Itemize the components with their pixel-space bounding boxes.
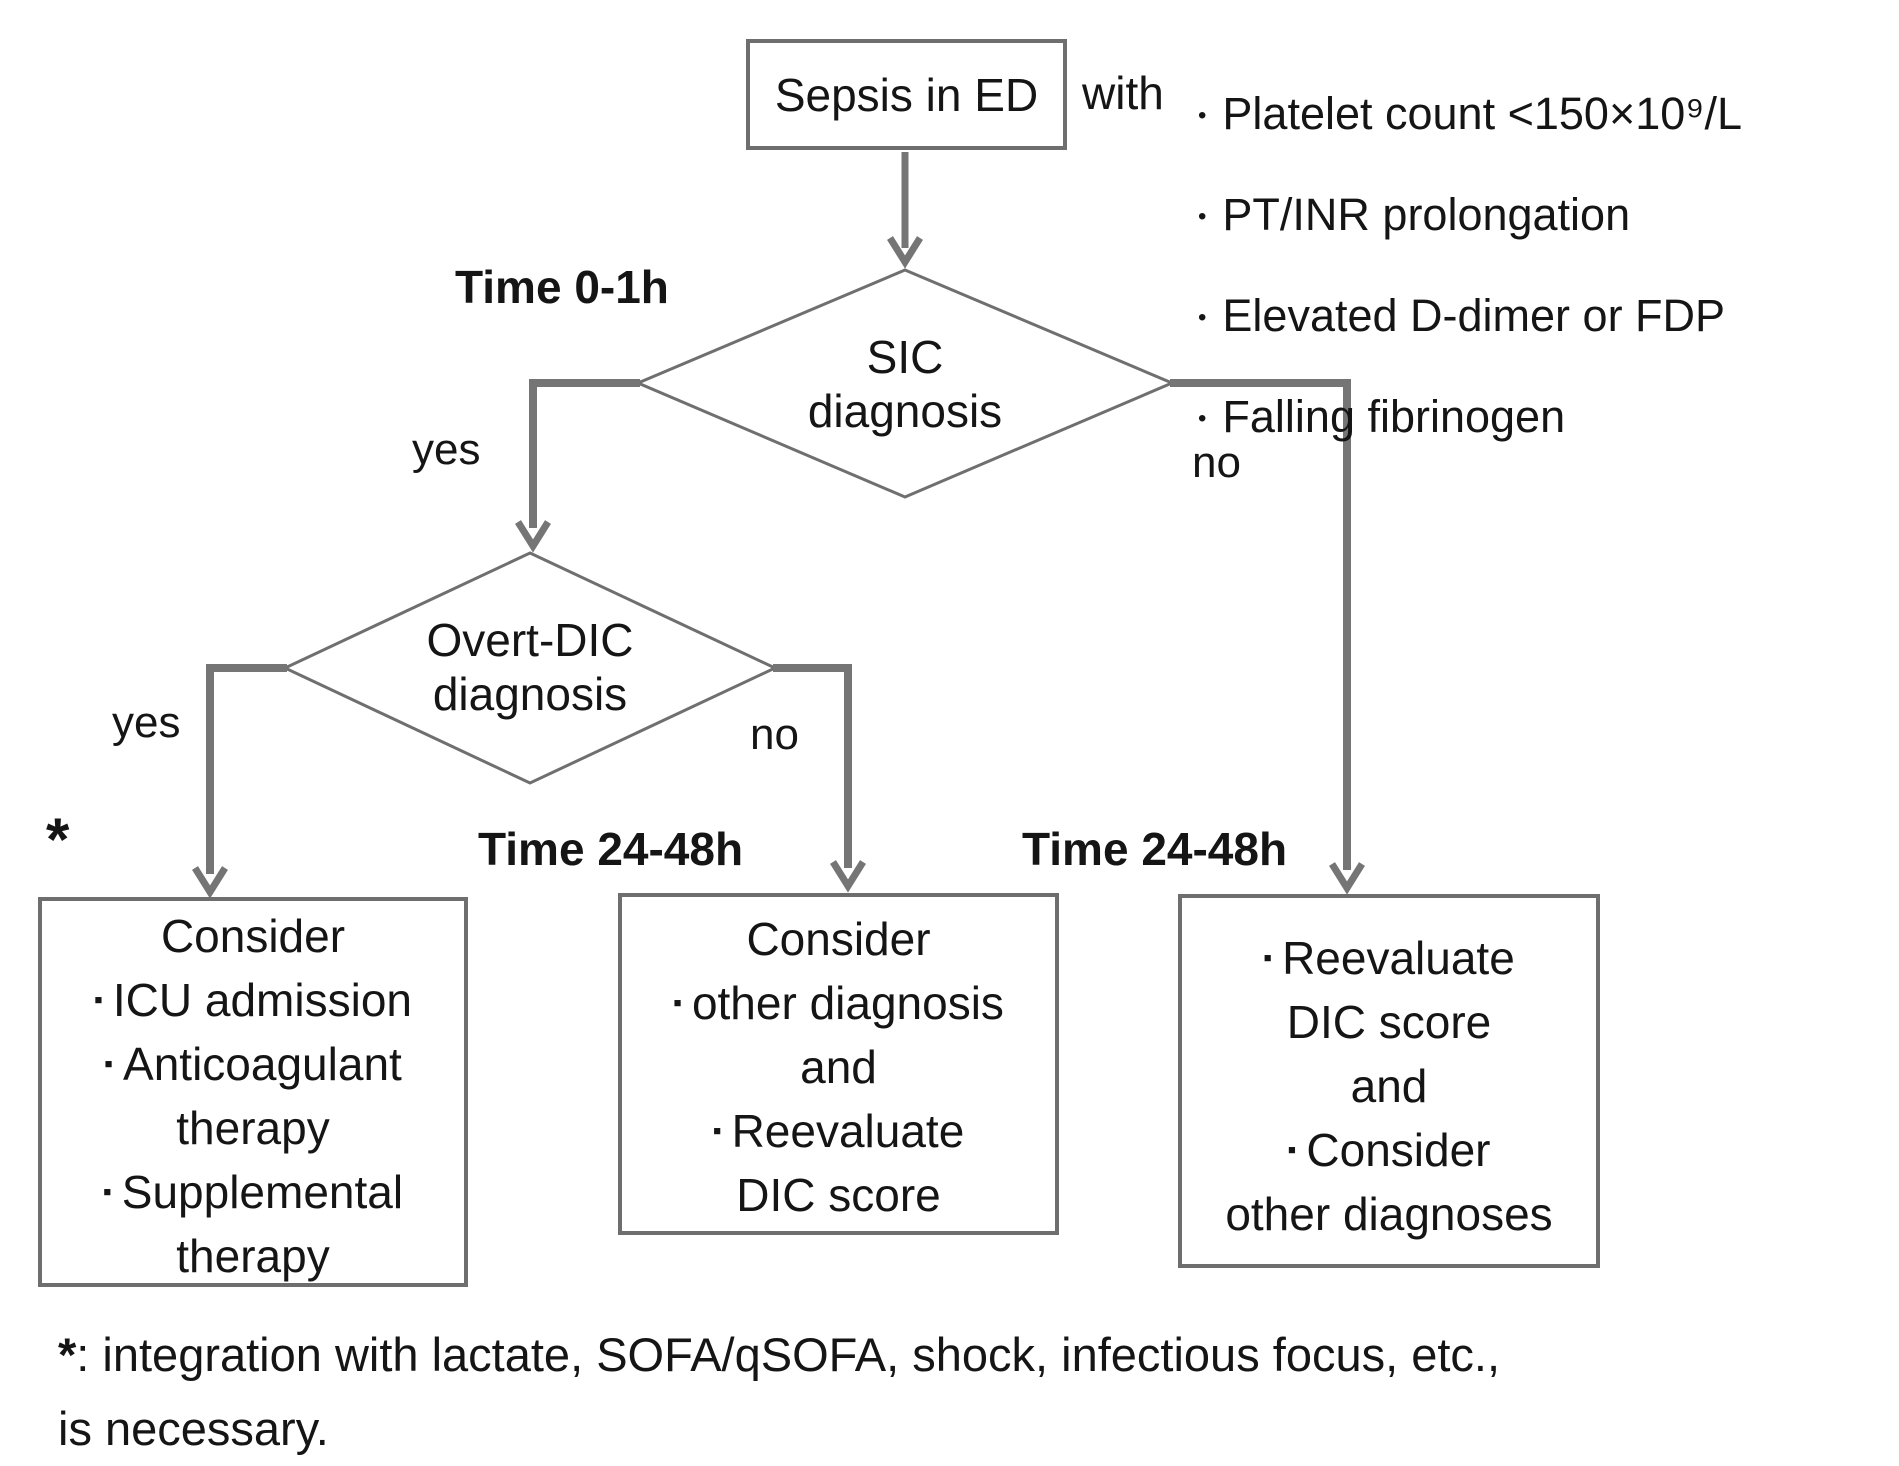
arrow-overt-yes [206,664,287,874]
outcome-text: therapy [176,1102,330,1154]
criteria-text: PT/INR prolongation [1222,188,1631,240]
sic-decision-diamond [634,268,1176,499]
time-label-24-48h-right: Time 24-48h [1022,823,1288,875]
criteria-text: Platelet count <150×10⁹/L [1222,87,1743,139]
overt-yes-label: yes [112,698,181,747]
overt-line1: Overt-DIC [426,614,634,666]
outcome-text: and [800,1041,877,1093]
arrow-overt-no [773,664,852,868]
criteria-item: • PT/INR prolongation [1198,164,1742,265]
with-label: with [1082,67,1164,119]
footnote-star: * [58,1328,77,1381]
sic-line2: diagnosis [807,385,1003,437]
bullet-icon: • [1198,202,1207,230]
sic-yes-label: yes [412,425,481,474]
outcome-line: therapy [42,1224,464,1288]
bullet-icon: • [1198,303,1207,331]
criteria-item: • Falling fibrinogen [1198,366,1742,467]
bullet-square-icon: ▪ [673,989,682,1017]
footnote: *: integration with lactate, SOFA/qSOFA,… [58,1318,1698,1466]
criteria-item: • Elevated D-dimer or FDP [1198,265,1742,366]
outcome-line: ▪ Reevaluate [622,1099,1055,1163]
outcome-text: Reevaluate [731,1105,965,1157]
outcome-line: other diagnoses [1182,1182,1596,1246]
overt-dic-decision-diamond [281,551,779,785]
footnote-line1: *: integration with lactate, SOFA/qSOFA,… [58,1318,1698,1392]
outcome-text: Consider [160,910,346,962]
outcome-box-middle: Consider ▪ other diagnosis and ▪ Reevaluat… [618,893,1059,1235]
outcome-text: Reevaluate [1282,932,1515,984]
outcome-text: Supplemental [121,1166,404,1218]
overt-dic-decision-label: Overt-DIC diagnosis [285,555,775,779]
outcome-text: Consider [1306,1124,1491,1176]
arrowhead-sic-yes [515,520,551,553]
bullet-square-icon: ▪ [712,1117,722,1145]
criteria-list: • Platelet count <150×10⁹/L • PT/INR pro… [1198,63,1742,467]
arrow-sic-no [1170,379,1351,870]
outcome-text: other diagnosis [691,977,1004,1029]
outcome-text: ICU admission [112,974,412,1026]
outcome-text: other diagnoses [1225,1188,1553,1240]
outcome-line: ▪ other diagnosis [622,971,1055,1035]
start-box-sepsis: Sepsis in ED [746,39,1067,150]
bullet-icon: • [1198,101,1207,129]
criteria-text: Falling fibrinogen [1222,390,1566,442]
arrow-sic-yes [529,379,640,528]
outcome-line: DIC score [1182,990,1596,1054]
outcome-text: DIC score [1286,996,1492,1048]
sic-no-label: no [1192,438,1241,487]
sic-decision-label: SIC diagnosis [638,272,1172,496]
overt-line2: diagnosis [432,668,628,720]
outcome-text: Consider [746,913,931,965]
bullet-square-icon: ▪ [1263,944,1273,972]
overt-no-label: no [750,710,799,759]
outcome-line: ▪ Reevaluate [1182,926,1596,990]
time-label-24-48h-middle: Time 24-48h [478,823,744,875]
outcome-line: Consider [622,907,1055,971]
outcome-line: and [1182,1054,1596,1118]
outcome-box-left: Consider ▪ ICU admission ▪ Anticoagulant t… [38,897,468,1287]
outcome-line: ▪ Supplemental [42,1160,464,1224]
bullet-square-icon: ▪ [1287,1136,1297,1164]
outcome-box-right: ▪ Reevaluate DIC score and ▪ Consider othe… [1178,894,1600,1268]
outcome-line: therapy [42,1096,464,1160]
outcome-line: ▪ Consider [1182,1118,1596,1182]
arrowhead-sepsis-to-sic [887,236,923,269]
arrowhead-overt-yes [192,866,228,899]
outcome-line: DIC score [622,1163,1055,1227]
outcome-text: therapy [176,1230,330,1282]
footnote-text: : integration with lactate, SOFA/qSOFA, … [76,1328,1501,1381]
outcome-text: DIC score [736,1169,941,1221]
time-label-0-1h: Time 0-1h [455,261,669,313]
star-marker: * [46,806,70,873]
arrowhead-sic-no [1329,862,1365,895]
footnote-line2: is necessary. [58,1402,329,1455]
outcome-line: ▪ ICU admission [42,968,464,1032]
arrowhead-overt-no [830,860,866,893]
outcome-line: ▪ Anticoagulant [42,1032,464,1096]
bullet-square-icon: ▪ [102,1178,112,1206]
outcome-text: and [1350,1060,1428,1112]
bullet-square-icon: ▪ [94,986,103,1014]
outcome-text: Anticoagulant [123,1038,402,1090]
outcome-line: Consider [42,904,464,968]
bullet-icon: • [1198,404,1207,432]
sic-line1: SIC [866,331,944,383]
criteria-text: Elevated D-dimer or FDP [1222,289,1726,341]
criteria-item: • Platelet count <150×10⁹/L [1198,63,1742,164]
bullet-square-icon: ▪ [104,1050,114,1078]
outcome-line: and [622,1035,1055,1099]
start-box-label: Sepsis in ED [774,68,1039,121]
